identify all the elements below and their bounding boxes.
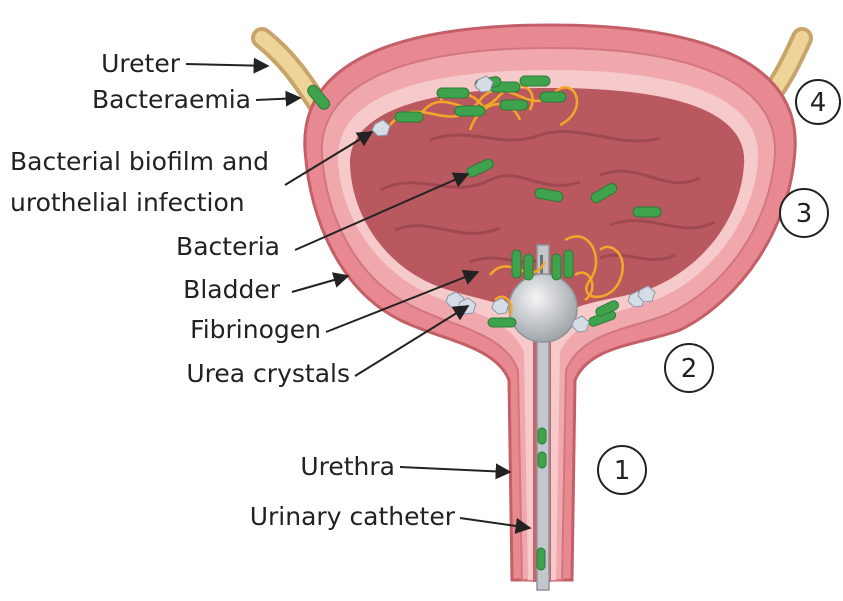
marker-1: 1 bbox=[598, 446, 646, 494]
svg-text:3: 3 bbox=[796, 199, 813, 229]
label-urea-crystals: Urea crystals bbox=[186, 359, 350, 388]
label-fibrinogen: Fibrinogen bbox=[190, 315, 321, 344]
marker-3: 3 bbox=[780, 189, 828, 237]
svg-text:4: 4 bbox=[810, 88, 827, 118]
marker-2: 2 bbox=[665, 344, 713, 392]
label-urinary-catheter: Urinary catheter bbox=[250, 502, 456, 531]
label-biofilm-line2: urothelial infection bbox=[10, 188, 245, 217]
label-bladder: Bladder bbox=[183, 275, 281, 304]
label-urethra: Urethra bbox=[300, 452, 395, 481]
label-bacteria: Bacteria bbox=[176, 232, 280, 261]
svg-text:2: 2 bbox=[681, 354, 698, 384]
label-biofilm-line1: Bacterial biofilm and bbox=[10, 147, 269, 176]
label-bacteraemia: Bacteraemia bbox=[92, 85, 251, 114]
marker-4: 4 bbox=[796, 80, 840, 124]
label-ureter: Ureter bbox=[101, 49, 181, 78]
svg-text:1: 1 bbox=[614, 456, 631, 486]
